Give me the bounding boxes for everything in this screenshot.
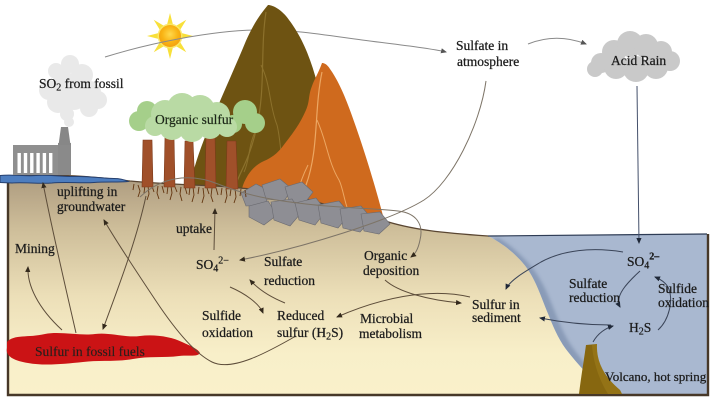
svg-text:SO2 from fossil: SO2 from fossil [39, 76, 124, 94]
svg-text:uplifting in: uplifting in [57, 184, 118, 199]
svg-text:groundwater: groundwater [57, 199, 126, 214]
svg-text:Sulfate: Sulfate [264, 254, 302, 269]
svg-text:Reduced: Reduced [277, 308, 324, 323]
svg-text:Sulfate in: Sulfate in [456, 38, 508, 53]
svg-text:atmosphere: atmosphere [457, 54, 519, 69]
svg-text:metabolism: metabolism [359, 326, 422, 341]
svg-text:Sulfide: Sulfide [202, 308, 241, 323]
svg-text:oxidation: oxidation [202, 325, 253, 340]
svg-text:sediment: sediment [472, 310, 521, 325]
svg-text:oxidation: oxidation [658, 295, 709, 310]
svg-text:uptake: uptake [176, 221, 212, 236]
svg-text:Sulfide: Sulfide [658, 281, 697, 296]
svg-text:deposition: deposition [363, 263, 419, 278]
svg-text:H2S: H2S [629, 320, 651, 338]
svg-text:Sulfate: Sulfate [569, 276, 607, 291]
svg-text:SO42−: SO42− [196, 256, 229, 275]
svg-text:Organic: Organic [364, 248, 407, 263]
svg-text:Volcano, hot spring: Volcano, hot spring [605, 369, 707, 384]
svg-text:Organic sulfur: Organic sulfur [155, 112, 234, 127]
svg-text:Mining: Mining [15, 241, 55, 256]
svg-text:reduction: reduction [264, 273, 315, 288]
svg-text:reduction: reduction [569, 290, 620, 305]
svg-text:Microbial: Microbial [360, 311, 413, 326]
svg-text:Acid Rain: Acid Rain [611, 53, 666, 68]
svg-text:Sulfur in fossil fuels: Sulfur in fossil fuels [35, 344, 145, 359]
svg-text:Sulfur in: Sulfur in [472, 297, 520, 312]
svg-text:sulfur (H2S): sulfur (H2S) [277, 325, 343, 343]
